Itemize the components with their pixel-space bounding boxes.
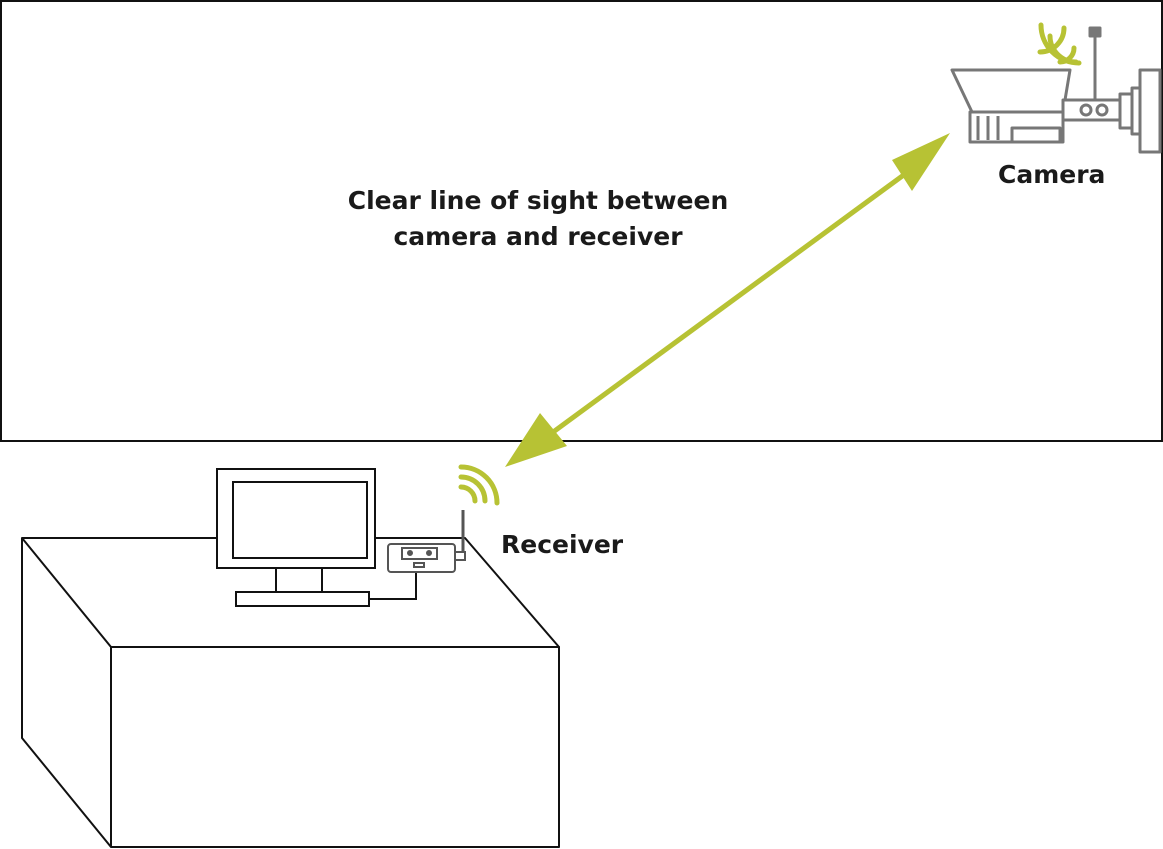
receiver-box-icon: [387, 510, 466, 573]
monitor-icon: [216, 468, 417, 607]
receiver-label: Receiver: [501, 530, 624, 559]
camera-signal-icon: [1037, 25, 1077, 65]
arrowhead-receiver: [505, 413, 567, 467]
camera-wifi-signal-icon: [1038, 22, 1082, 66]
outdoor-area-frame: [0, 0, 1163, 442]
caption-line-1: Clear line of sight between: [347, 186, 729, 215]
line-of-sight-caption: Clear line of sight between camera and r…: [338, 183, 738, 255]
arrowhead-camera: [892, 133, 950, 191]
line-of-sight-arrow: [505, 133, 950, 467]
camera-label: Camera: [998, 160, 1106, 189]
wireless-camera-icon: [950, 26, 1162, 154]
caption-line-2: camera and receiver: [393, 222, 683, 251]
receiver-wifi-signal-icon: [458, 464, 500, 506]
